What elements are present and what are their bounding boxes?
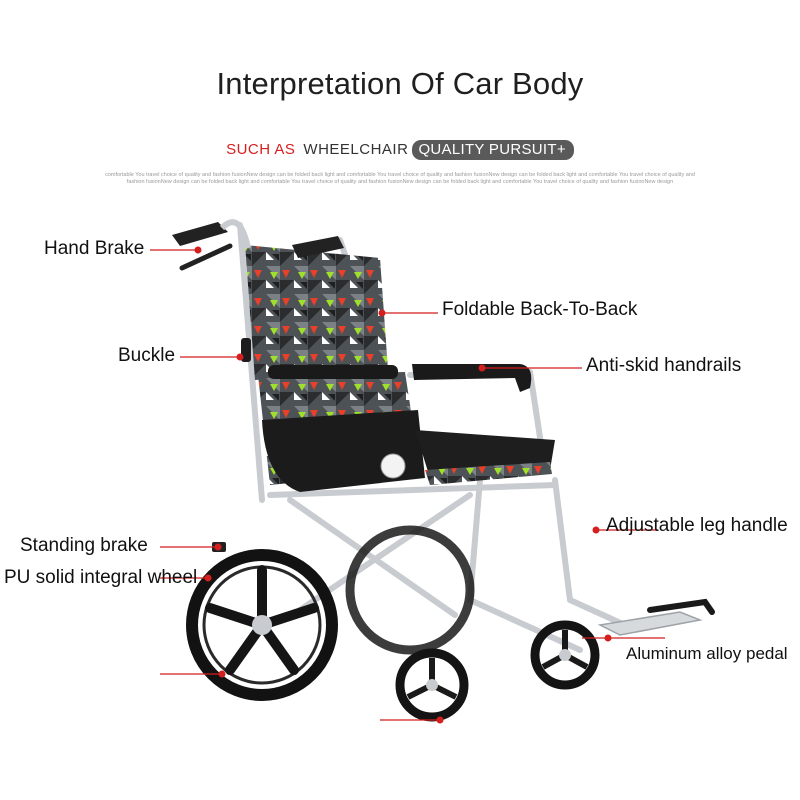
subtitle-pill: QUALITY PURSUIT+ <box>412 140 574 160</box>
label-adjustable-leg-handle: Adjustable leg handle <box>606 515 788 536</box>
label-aluminum-pedal: Aluminum alloy pedal <box>626 644 788 663</box>
leader-lines <box>150 249 665 721</box>
right-armrest <box>412 364 532 392</box>
side-panel <box>262 410 425 492</box>
hand-brake-lever <box>179 243 233 271</box>
label-pu-solid-wheel: PU solid integral wheel <box>4 567 198 588</box>
footrest-pedal <box>597 611 703 636</box>
label-standing-brake: Standing brake <box>20 535 148 556</box>
label-buckle: Buckle <box>118 345 176 366</box>
rear-wheel-back <box>345 525 475 655</box>
page-title: Interpretation Of Car Body <box>216 66 584 101</box>
buckle-part <box>241 338 251 362</box>
front-caster <box>395 648 469 722</box>
fine-print: comfortable You travel choice of quality… <box>105 172 695 185</box>
left-handle-grip <box>172 222 228 246</box>
right-handle-grip <box>292 236 344 258</box>
rear-wheel <box>186 549 338 701</box>
subtitle-dark: WHEELCHAIR <box>303 141 409 158</box>
label-anti-skid-handrails: Anti-skid handrails <box>586 355 742 376</box>
label-foldable-back: Foldable Back-To-Back <box>442 299 638 320</box>
backrest <box>245 245 388 380</box>
brand-badge <box>380 453 406 479</box>
left-armrest <box>268 365 398 379</box>
subtitle-red: SUCH AS <box>226 141 296 158</box>
label-hand-brake: Hand Brake <box>44 238 145 259</box>
front-caster-right <box>530 620 600 690</box>
